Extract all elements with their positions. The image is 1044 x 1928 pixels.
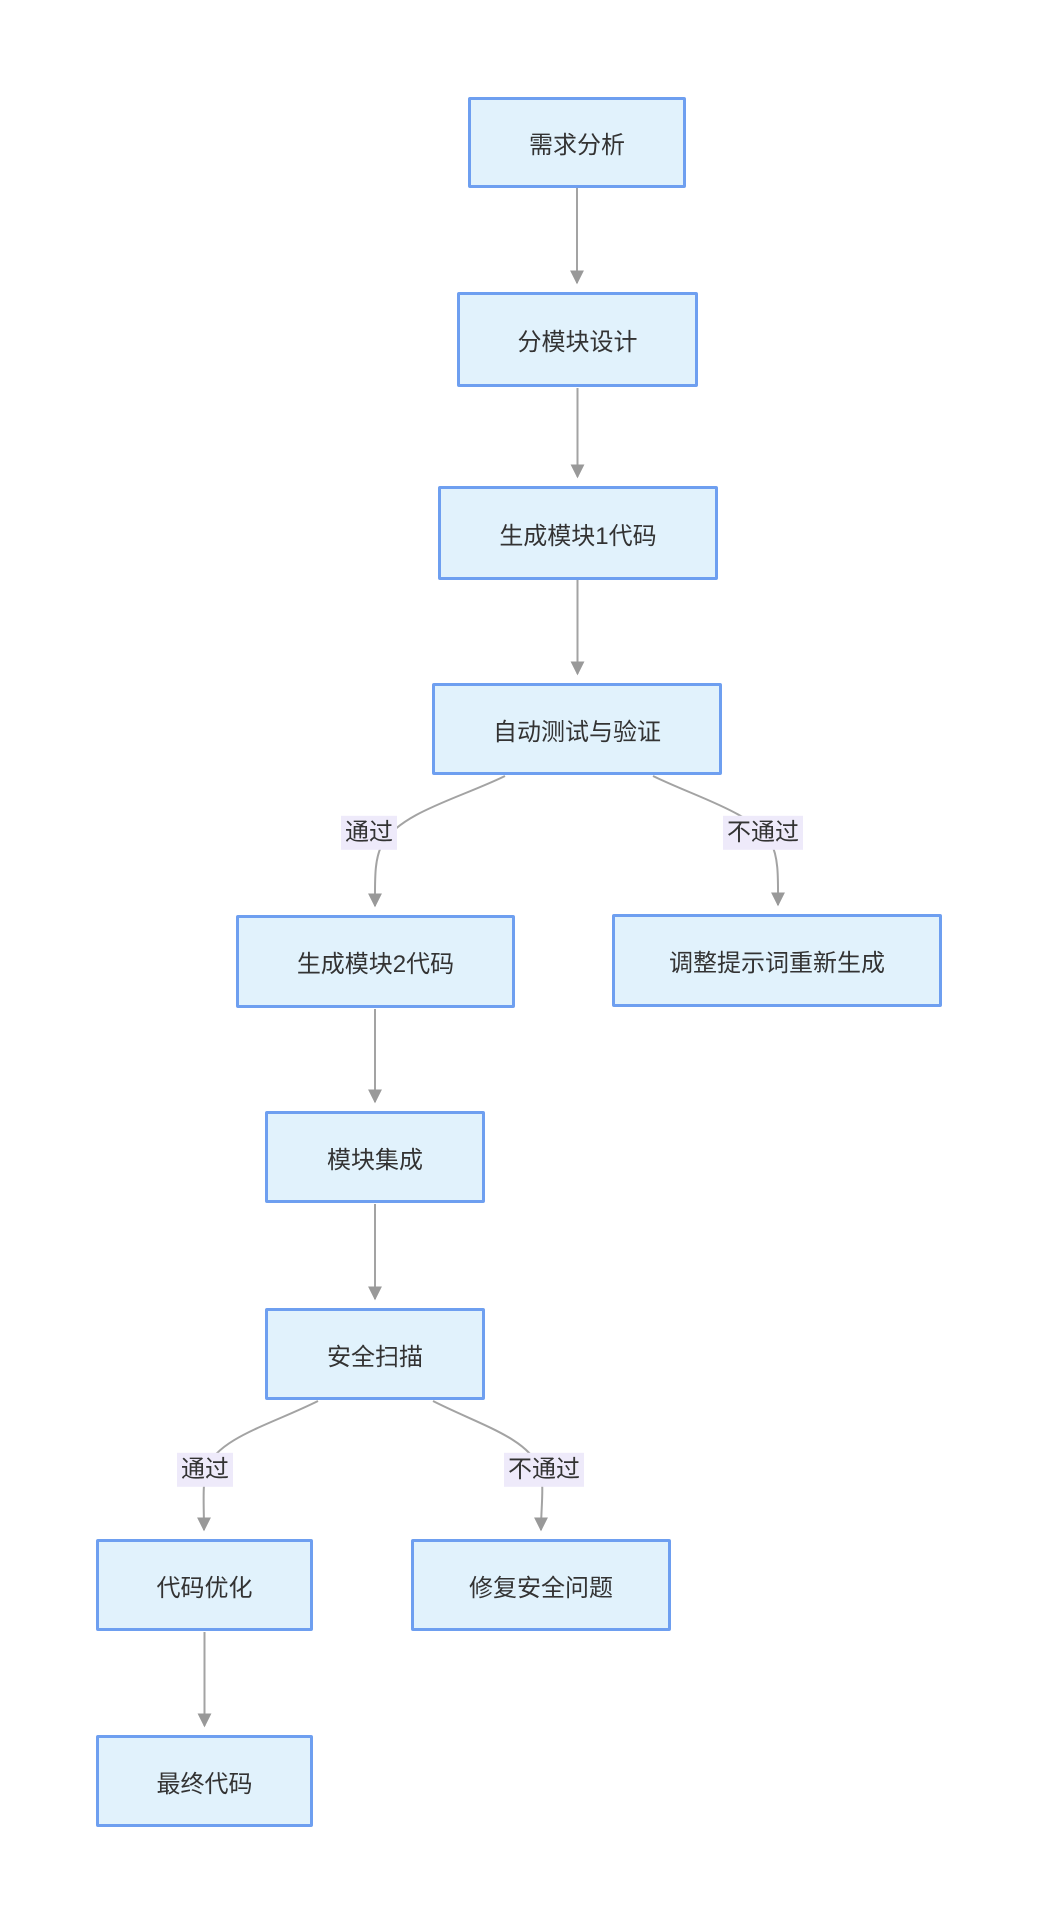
- node-security-scan: 安全扫描: [265, 1308, 485, 1400]
- node-label: 安全扫描: [327, 1343, 423, 1371]
- node-requirements-analysis: 需求分析: [468, 97, 686, 188]
- node-label: 生成模块1代码: [499, 522, 657, 550]
- node-final-code: 最终代码: [96, 1735, 313, 1827]
- node-label: 分模块设计: [517, 329, 638, 356]
- node-generate-module2-code: 生成模块2代码: [236, 915, 515, 1008]
- edge-label-fail-2: 不通过: [504, 1452, 584, 1488]
- edge-label-pass-2: 通过: [177, 1452, 233, 1488]
- node-label: 修复安全问题: [469, 1574, 613, 1602]
- node-label: 需求分析: [529, 132, 625, 159]
- node-label: 最终代码: [156, 1770, 253, 1798]
- edge-label-pass-1: 通过: [341, 815, 397, 851]
- node-auto-test-verify: 自动测试与验证: [432, 683, 722, 775]
- node-label: 生成模块2代码: [296, 951, 455, 978]
- node-fix-security-issues: 修复安全问题: [411, 1539, 671, 1631]
- node-label: 代码优化: [156, 1574, 253, 1602]
- node-label: 模块集成: [327, 1146, 423, 1174]
- node-code-optimization: 代码优化: [96, 1539, 313, 1631]
- node-label: 自动测试与验证: [493, 718, 661, 746]
- node-adjust-prompt-regenerate: 调整提示词重新生成: [612, 914, 942, 1007]
- node-label: 调整提示词重新生成: [669, 950, 885, 977]
- edge-label-fail-1: 不通过: [723, 815, 803, 851]
- node-module-integration: 模块集成: [265, 1111, 485, 1203]
- node-module-design: 分模块设计: [457, 292, 698, 387]
- node-generate-module1-code: 生成模块1代码: [438, 486, 718, 580]
